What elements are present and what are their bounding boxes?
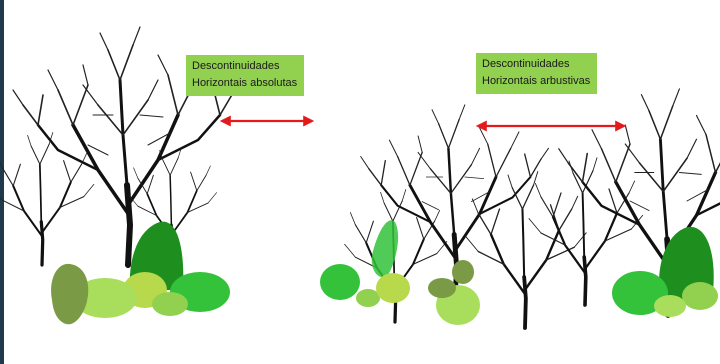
label-absolute-line2: Horizontais absolutas (192, 77, 298, 89)
label-absolute-discontinuities: Descontinuidades Horizontais absolutas (186, 55, 305, 96)
label-shrub-line2: Horizontais arbustivas (482, 75, 591, 87)
shrub-blob (320, 264, 360, 300)
shrub-blob (356, 289, 380, 307)
shrub-group-left (51, 221, 230, 325)
shrub-blob (51, 263, 89, 325)
shrub-blob (428, 278, 456, 298)
shrub-group-right (320, 220, 718, 325)
label-absolute-line1: Descontinuidades (192, 60, 280, 72)
shrub-blob (612, 271, 668, 315)
shrub-blob (654, 295, 686, 317)
shrub-blob (371, 220, 399, 278)
shrub-blob (376, 273, 410, 303)
left-edge-stripe (0, 0, 4, 364)
shrub-blob (152, 292, 188, 316)
tree-left-back (0, 130, 96, 267)
shrub-blob (452, 260, 474, 284)
shrub-blob (73, 278, 137, 318)
label-shrub-discontinuities: Descontinuidades Horizontais arbustivas (476, 53, 598, 94)
shrub-blob (682, 282, 718, 310)
label-shrub-line1: Descontinuidades (482, 58, 570, 70)
shrub-blob (658, 226, 714, 300)
